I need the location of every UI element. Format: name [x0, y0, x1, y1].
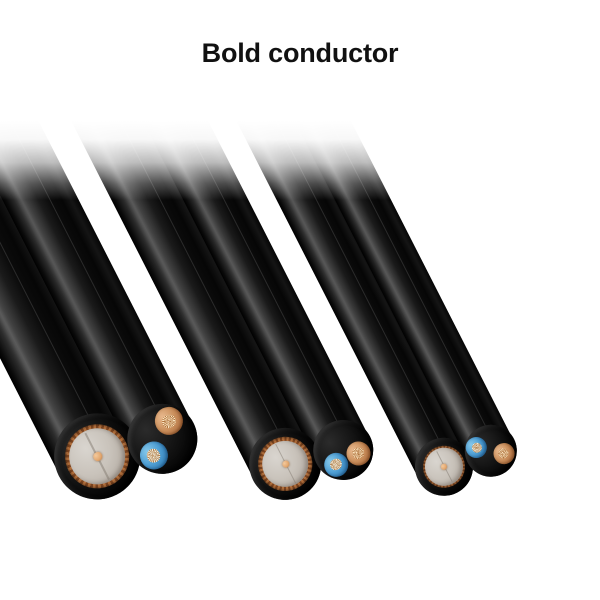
copper-strands [144, 446, 163, 465]
conductor-blue [462, 433, 491, 462]
cable-group-middle [226, 585, 383, 600]
reflection-area [0, 510, 600, 600]
cable-photo [0, 90, 600, 510]
cable-group-middle [63, 90, 384, 510]
cable-group-right [228, 90, 526, 510]
cable-group-left [27, 584, 210, 600]
conductor-blue [134, 436, 173, 475]
cable-group-left [0, 90, 210, 510]
cable-group-right [396, 596, 526, 600]
conductor-copper [489, 439, 518, 468]
copper-strands [160, 412, 179, 431]
copper-strands [350, 445, 367, 461]
copper-strands [469, 440, 484, 455]
copper-strands [328, 456, 344, 473]
copper-strands [497, 446, 511, 461]
coaxial-cable-end [39, 595, 155, 600]
page-title: Bold conductor [201, 38, 399, 68]
